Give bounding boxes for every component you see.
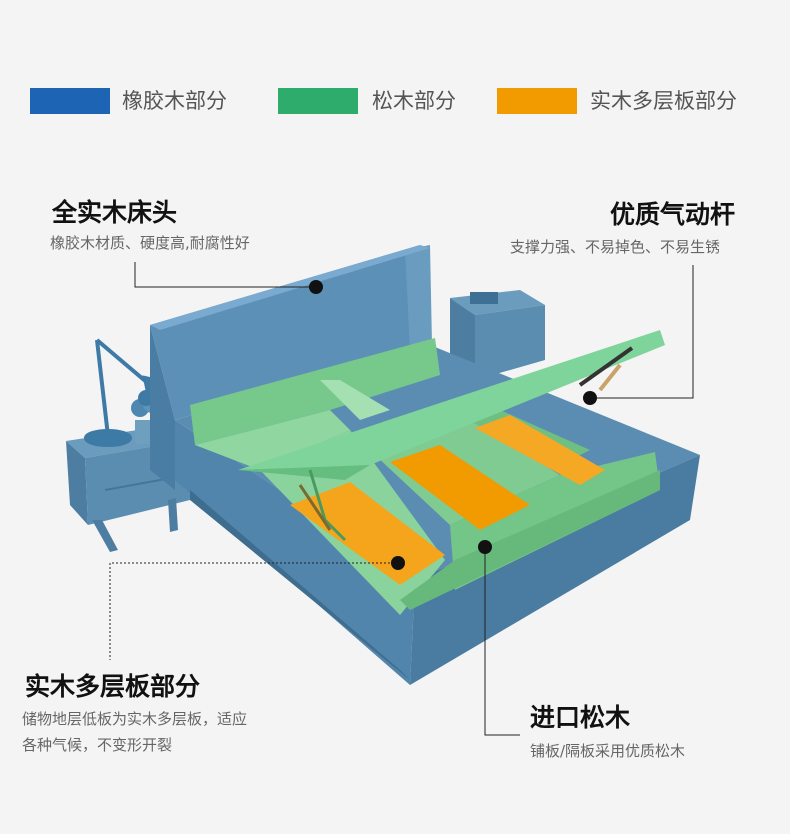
material-legend: 橡胶木部分 松木部分 实木多层板部分	[0, 86, 790, 116]
legend-label-plywood: 实木多层板部分	[590, 89, 737, 113]
legend-label-rubberwood: 橡胶木部分	[122, 89, 227, 113]
callout-pine-title: 进口松木	[530, 703, 631, 732]
callout-dots	[309, 280, 597, 570]
gas-strut	[578, 346, 634, 392]
legend-swatch-rubberwood	[30, 88, 110, 114]
callout-headboard-title: 全实木床头	[52, 198, 178, 227]
callout-lines	[109, 262, 694, 736]
legend-label-pine: 松木部分	[372, 89, 456, 113]
callout-plywood-desc-line1: 储物地层低板为实木多层板，适应	[22, 710, 248, 728]
callout-gas-strut-desc: 支撑力强、不易掉色、不易生锈	[510, 238, 721, 256]
plywood-slats	[290, 415, 605, 585]
legend-swatch-pine	[278, 88, 358, 114]
callout-plywood-desc-line2: 各种气候，不变形开裂	[22, 736, 173, 754]
callout-pine-desc: 铺板/隔板采用优质松木	[530, 742, 686, 760]
callout-gas-strut-title: 优质气动杆	[610, 200, 736, 229]
legend-swatch-plywood	[497, 88, 577, 114]
callout-plywood-title: 实木多层板部分	[25, 672, 201, 701]
front-strut	[298, 484, 332, 531]
callout-headboard-desc: 橡胶木材质、硬度高,耐腐性好	[50, 234, 250, 252]
